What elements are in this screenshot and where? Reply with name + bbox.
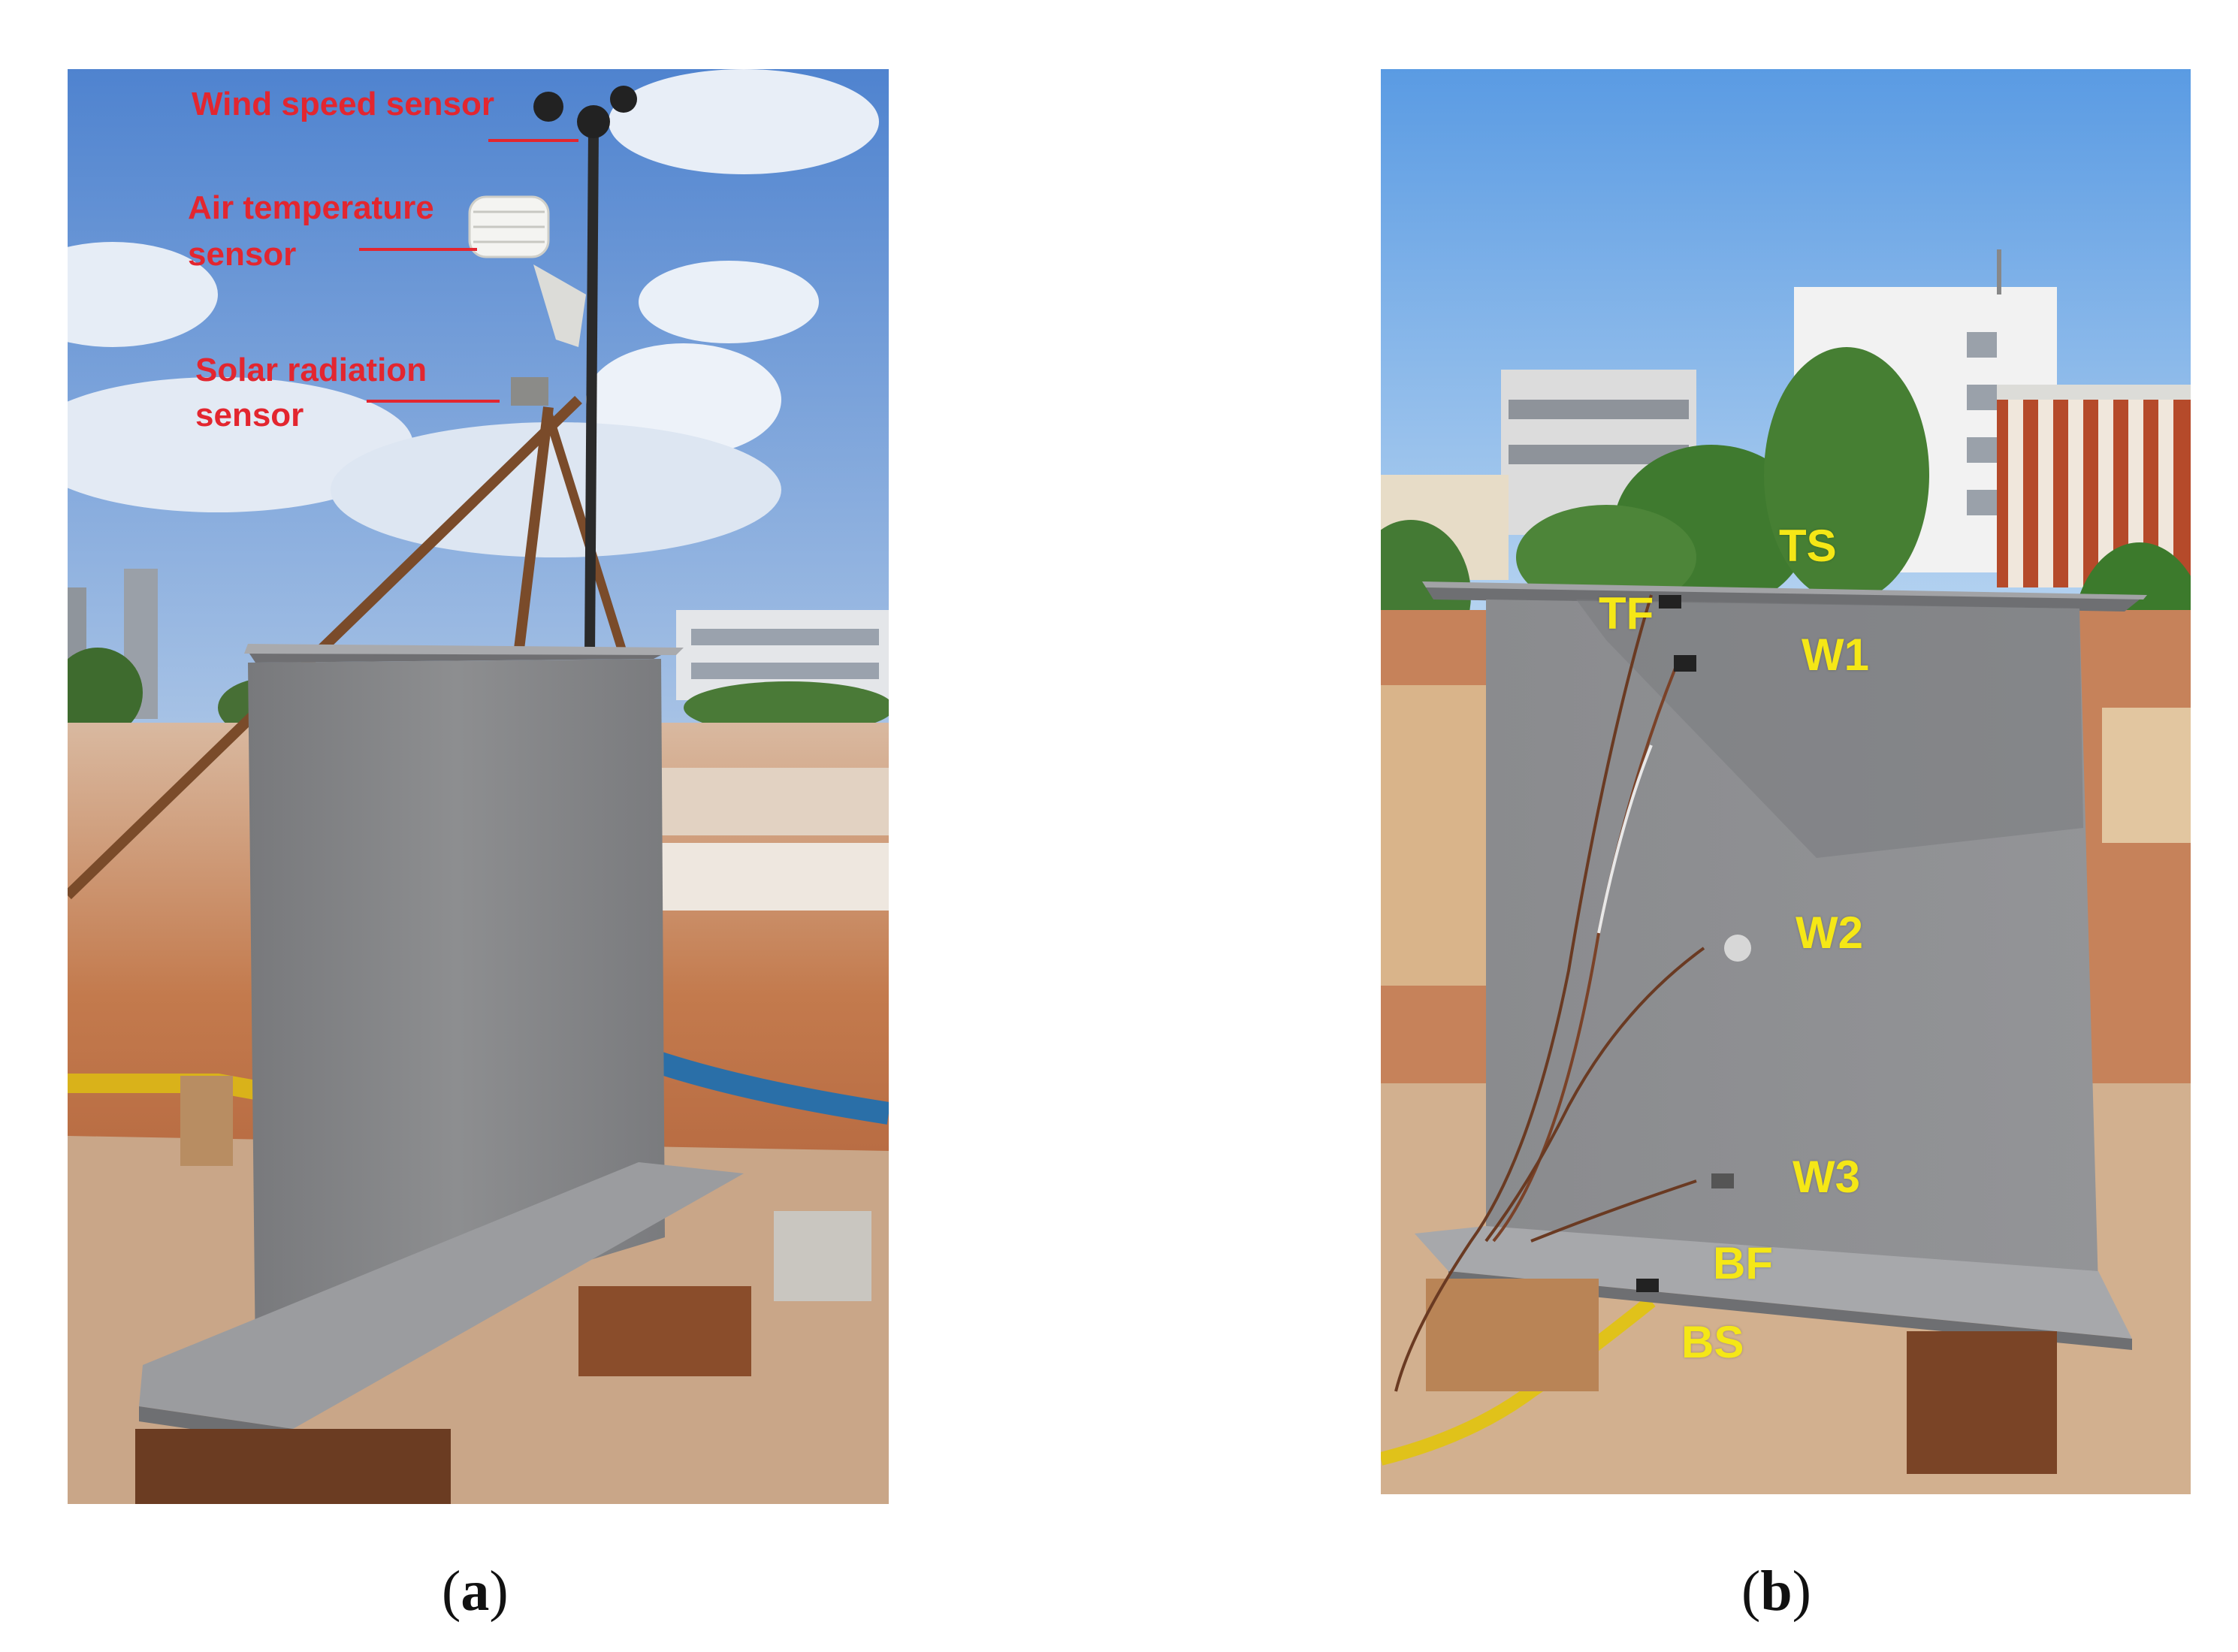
sensor-label-bf: BF — [1713, 1238, 1773, 1288]
air-temperature-label-line2: sensor — [188, 236, 297, 273]
caption-b-close: ) — [1792, 1560, 1811, 1623]
photo-panel-b: TS TF W1 W2 W3 BF BS — [1381, 69, 2191, 1494]
caption-a-close: ) — [489, 1560, 509, 1623]
caption-b-open: ( — [1741, 1560, 1761, 1623]
caption-a-letter: a — [461, 1560, 490, 1623]
sensor-label-w2: W2 — [1796, 908, 1863, 958]
sensor-label-w1: W1 — [1802, 630, 1869, 680]
caption-a: (a) — [442, 1559, 509, 1624]
caption-b: (b) — [1741, 1559, 1811, 1624]
sensor-label-ts: TS — [1779, 521, 1837, 571]
solar-radiation-label-line2: sensor — [195, 397, 304, 433]
air-temperature-label-line1: Air temperature — [188, 189, 434, 226]
sensor-label-tf: TF — [1599, 588, 1654, 639]
photo-b-scene — [1381, 69, 2191, 1494]
sensor-label-w3: W3 — [1793, 1152, 1860, 1202]
solar-radiation-label-line1: Solar radiation — [195, 352, 427, 388]
sensor-label-bs: BS — [1681, 1317, 1744, 1367]
photo-panel-a: Wind speed sensor Air temperature sensor… — [68, 69, 889, 1504]
caption-a-open: ( — [442, 1560, 461, 1623]
wind-speed-sensor-label: Wind speed sensor — [192, 86, 495, 122]
photo-a-scene — [68, 69, 889, 1504]
caption-b-letter: b — [1760, 1560, 1793, 1623]
